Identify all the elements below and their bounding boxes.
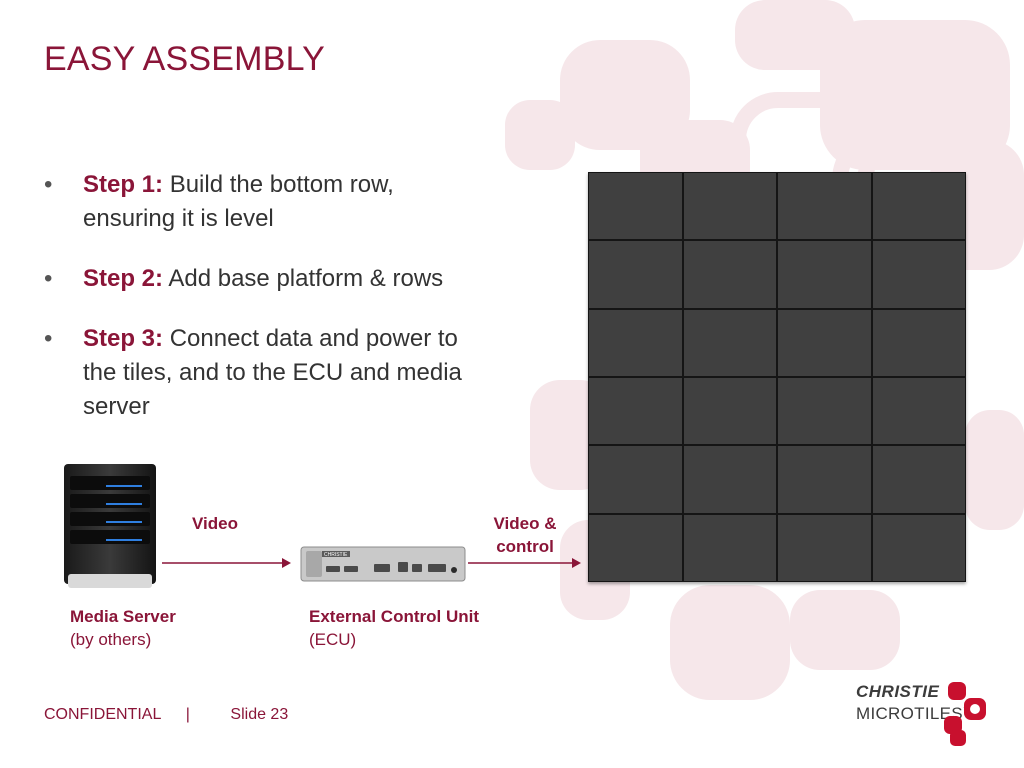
microtile — [777, 172, 872, 241]
microtile — [871, 240, 966, 309]
christie-microtiles-logo: CHRISTIE MICROTILES™ — [852, 680, 1002, 746]
step-1-label: Step 1: — [83, 171, 164, 198]
slide-number: Slide 23 — [230, 706, 289, 723]
video-link-label: Video — [192, 514, 238, 533]
microtile — [777, 308, 872, 377]
bullet-marker: • — [44, 171, 53, 198]
video-control-line2: control — [496, 537, 554, 556]
footer-separator: | — [185, 706, 190, 723]
bullet-marker: • — [44, 325, 53, 352]
video-arrow — [162, 558, 291, 568]
steps-list: • Step 1: Build the bottom row, ensuring… — [44, 168, 484, 450]
video-control-link-label: Video & control — [486, 512, 564, 558]
microtile — [588, 377, 683, 446]
microtile — [588, 513, 683, 582]
media-server-subtitle: (by others) — [70, 630, 152, 649]
microtiles-mark-icon — [944, 682, 986, 746]
media-server-caption: Media Server (by others) — [70, 605, 176, 651]
slide-title: EASY ASSEMBLY — [44, 40, 326, 78]
ecu-brand-text: CHRISTIE — [324, 552, 348, 558]
microtile — [871, 377, 966, 446]
step-2-item: • Step 2: Add base platform & rows — [44, 262, 484, 296]
ecu-subtitle: (ECU) — [309, 630, 357, 649]
ecu-title: External Control Unit — [309, 607, 480, 626]
step-1-text: Build the bottom row, ensuring it is lev… — [83, 171, 394, 232]
microtile — [682, 377, 777, 446]
step-2-text: Add base platform & rows — [168, 265, 444, 292]
logo-product-name: MICROTILES — [856, 704, 963, 723]
microtile — [588, 172, 683, 241]
bullet-marker: • — [44, 265, 53, 292]
video-control-arrow — [468, 558, 581, 568]
step-1-item: • Step 1: Build the bottom row, ensuring… — [44, 168, 484, 236]
media-server-title: Media Server — [70, 607, 176, 626]
microtile — [777, 513, 872, 582]
microtile — [777, 240, 872, 309]
microtile — [682, 240, 777, 309]
ecu-caption: External Control Unit (ECU) — [309, 605, 479, 651]
microtile — [588, 308, 683, 377]
microtile — [588, 445, 683, 514]
step-2-label: Step 2: — [83, 265, 164, 292]
microtile — [777, 445, 872, 514]
microtile — [682, 445, 777, 514]
slide-footer: CONFIDENTIAL | Slide 23 — [44, 706, 288, 724]
microtile — [871, 513, 966, 582]
microtile — [588, 240, 683, 309]
step-3-label: Step 3: — [83, 325, 164, 352]
microtile — [682, 172, 777, 241]
confidential-label: CONFIDENTIAL — [44, 706, 162, 723]
ecu-device-icon: CHRISTIE — [300, 546, 466, 582]
microtile — [682, 513, 777, 582]
step-3-text: Connect data and power to the tiles, and… — [83, 325, 462, 420]
media-server-icon — [64, 464, 156, 588]
microtile — [777, 377, 872, 446]
logo-brand: CHRISTIE — [856, 682, 940, 701]
microtile — [871, 308, 966, 377]
step-3-item: • Step 3: Connect data and power to the … — [44, 322, 484, 424]
microtile — [871, 445, 966, 514]
microtile — [682, 308, 777, 377]
video-control-line1: Video & — [493, 514, 557, 533]
microtile-wall — [588, 172, 966, 582]
microtile — [871, 172, 966, 241]
